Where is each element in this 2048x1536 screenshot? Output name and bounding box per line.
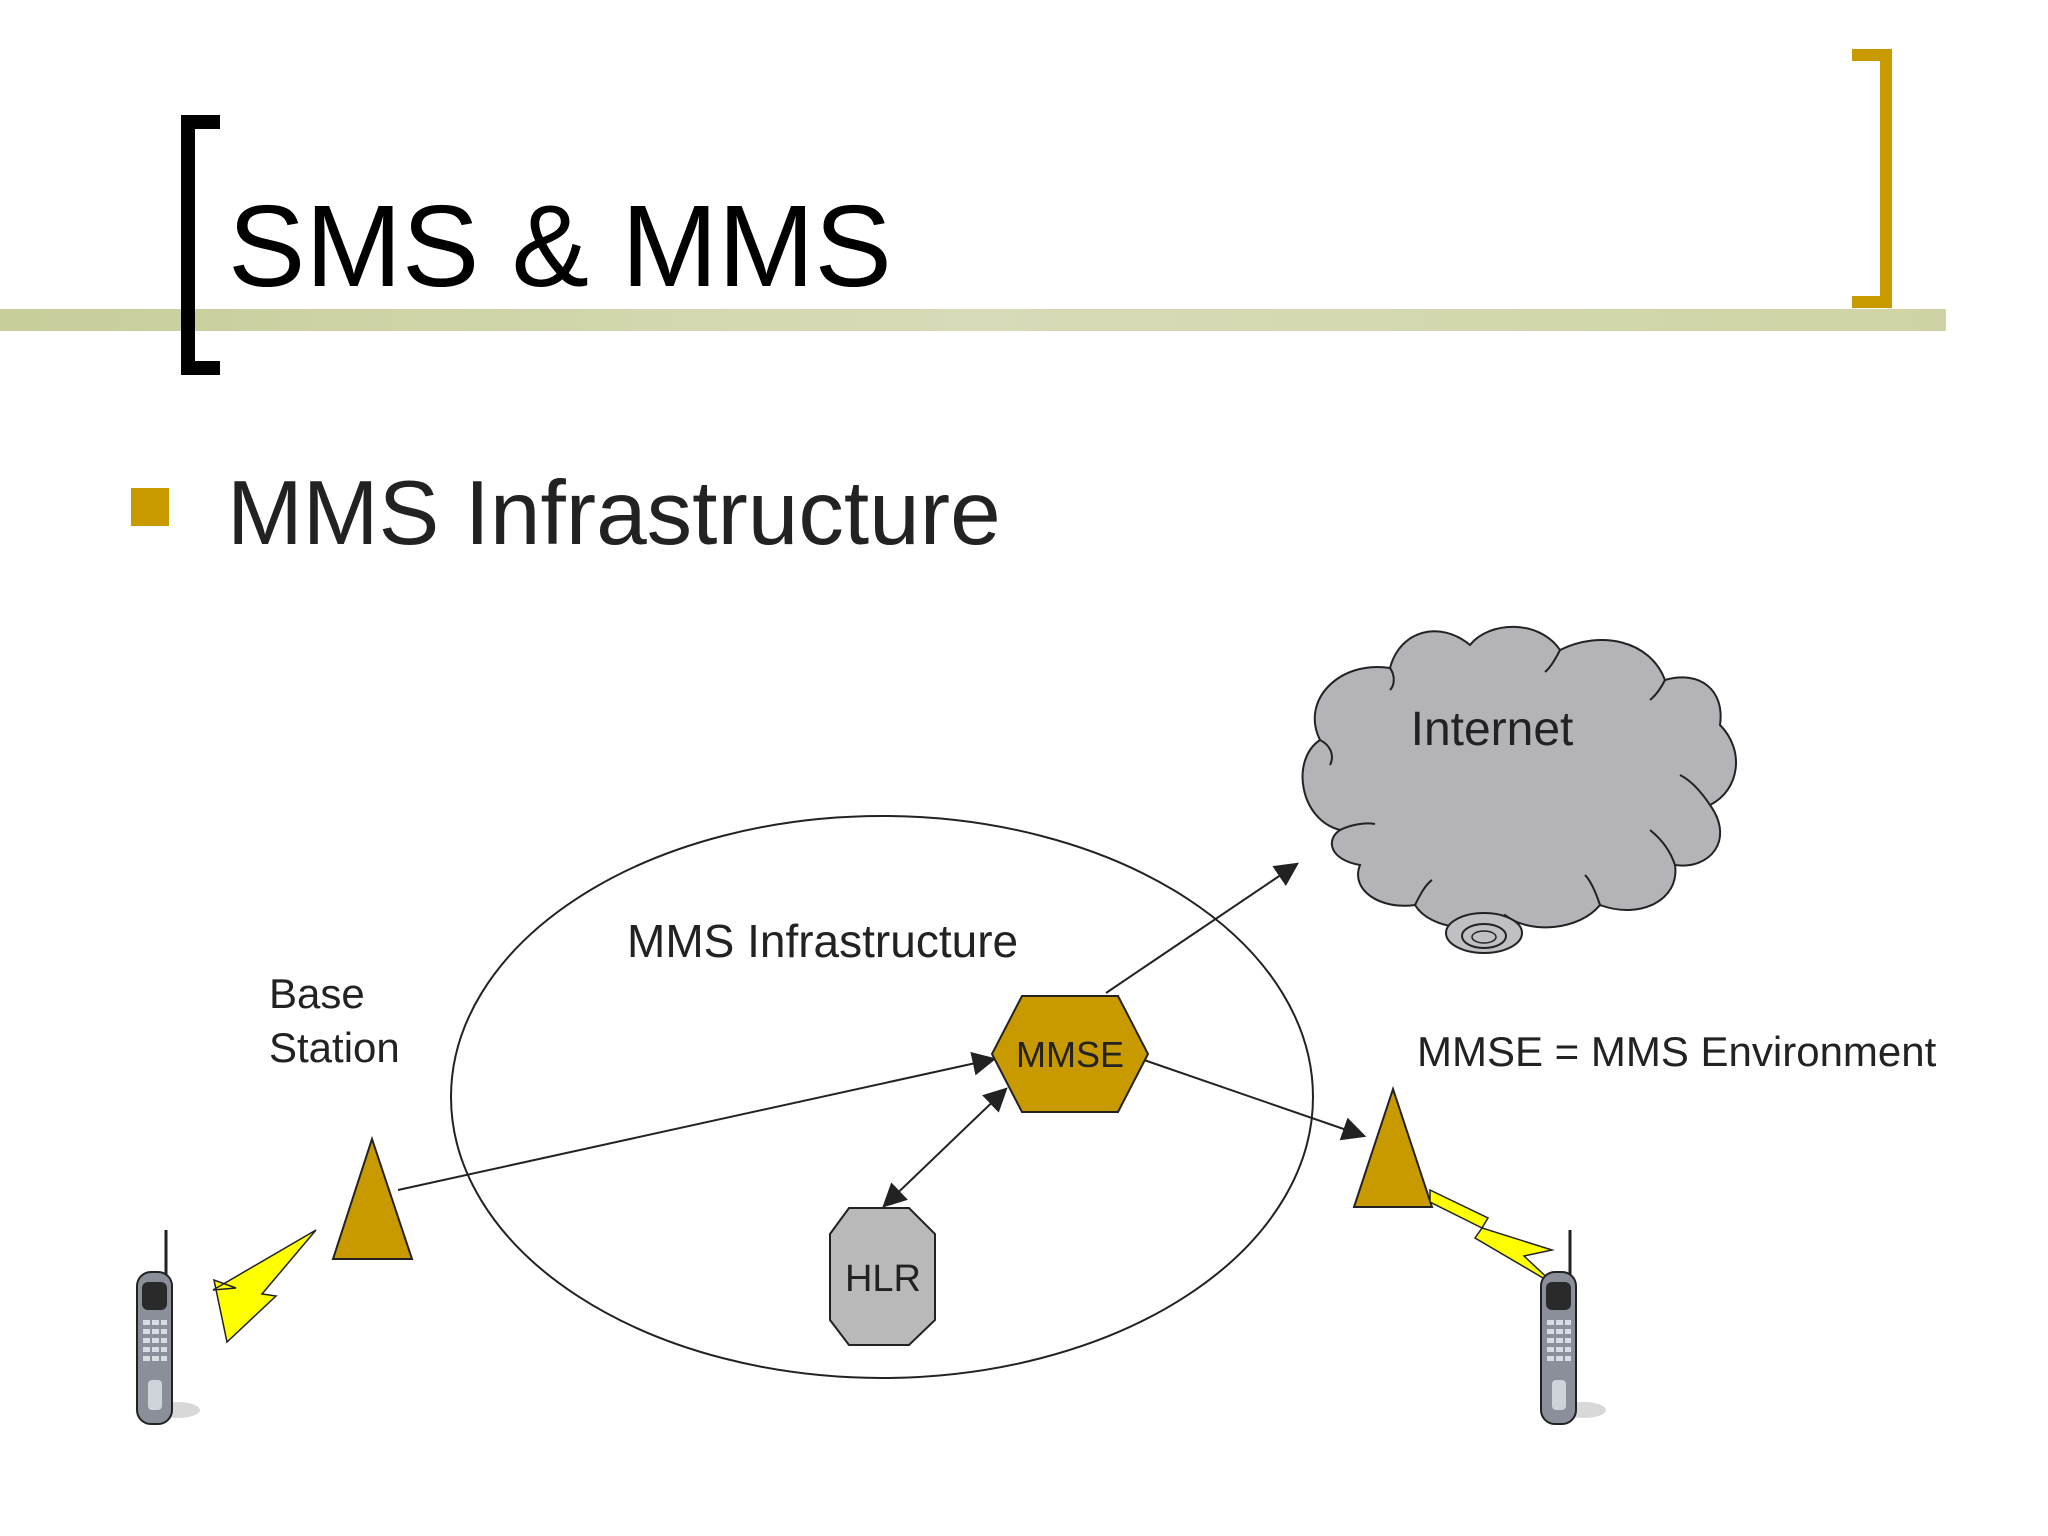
slide-title: SMS & MMS — [228, 181, 892, 311]
title-underline-bar — [0, 309, 1946, 331]
hlr-label: HLR — [845, 1258, 921, 1300]
arrow-mmse-to-base-station — [1143, 1059, 1367, 1141]
right-lightning-bolt — [1429, 1188, 1556, 1286]
right-mobile-phone — [1540, 1230, 1606, 1425]
internet-cloud — [1301, 625, 1737, 954]
mmse-hexagon — [990, 995, 1150, 1113]
right-bracket — [1852, 49, 1892, 308]
internet-label: Internet — [1411, 703, 1574, 756]
left-bracket — [181, 115, 220, 375]
left-base-station-triangle — [331, 1135, 414, 1260]
bullet-square-icon — [131, 488, 169, 526]
left-mobile-phone — [136, 1230, 200, 1425]
hlr-octagon — [829, 1207, 936, 1346]
left-lightning-bolt — [212, 1229, 317, 1344]
mmse-legend: MMSE = MMS Environment — [1417, 1028, 1937, 1075]
bullet-text: MMS Infrastructure — [227, 463, 1001, 564]
mmse-label: MMSE — [1016, 1034, 1124, 1075]
base-station-label-line2: Station — [269, 1024, 400, 1071]
infrastructure-label: MMS Infrastructure — [627, 915, 1018, 967]
infrastructure-ellipse — [450, 815, 1314, 1379]
arrow-mmse-hlr — [882, 1087, 1008, 1208]
base-station-label-line1: Base — [269, 970, 365, 1017]
arrow-base-station-to-mmse — [397, 1051, 997, 1191]
right-base-station-triangle — [1352, 1085, 1434, 1208]
arrow-mmse-to-internet — [1105, 862, 1299, 994]
